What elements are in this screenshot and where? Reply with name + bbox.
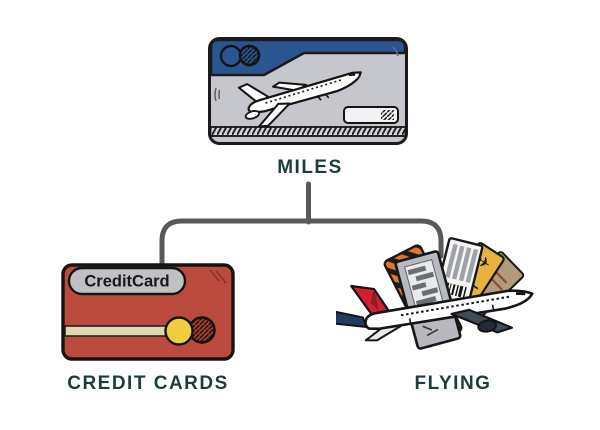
miles-card-illustration xyxy=(208,37,408,145)
delta-airplane-icon xyxy=(336,284,534,342)
signature-box xyxy=(343,106,399,124)
sketch-marks xyxy=(209,269,227,284)
hatched-circle-icon xyxy=(188,316,216,344)
card-blue-band xyxy=(209,38,407,77)
miles-label: MILES xyxy=(277,157,343,178)
card-circles-icon xyxy=(219,44,261,68)
credit-card-illustration: CreditCard xyxy=(61,263,235,361)
flying-label: FLYING xyxy=(414,373,492,394)
yellow-circle-icon xyxy=(164,316,194,346)
credit-card-pill: CreditCard xyxy=(67,266,187,296)
credit-card-pill-text: CreditCard xyxy=(84,273,169,291)
sketch-marks-corner xyxy=(392,46,399,57)
boarding-pass-bars xyxy=(407,265,439,307)
connector-bracket xyxy=(159,218,444,270)
airplane-sketch-icon xyxy=(237,71,362,128)
magnetic-stripe xyxy=(209,126,407,137)
credit-cards-label: CREDIT CARDS xyxy=(67,373,229,394)
flying-illustration: ✈ xyxy=(336,237,534,350)
sketch-marks-left xyxy=(214,87,221,102)
